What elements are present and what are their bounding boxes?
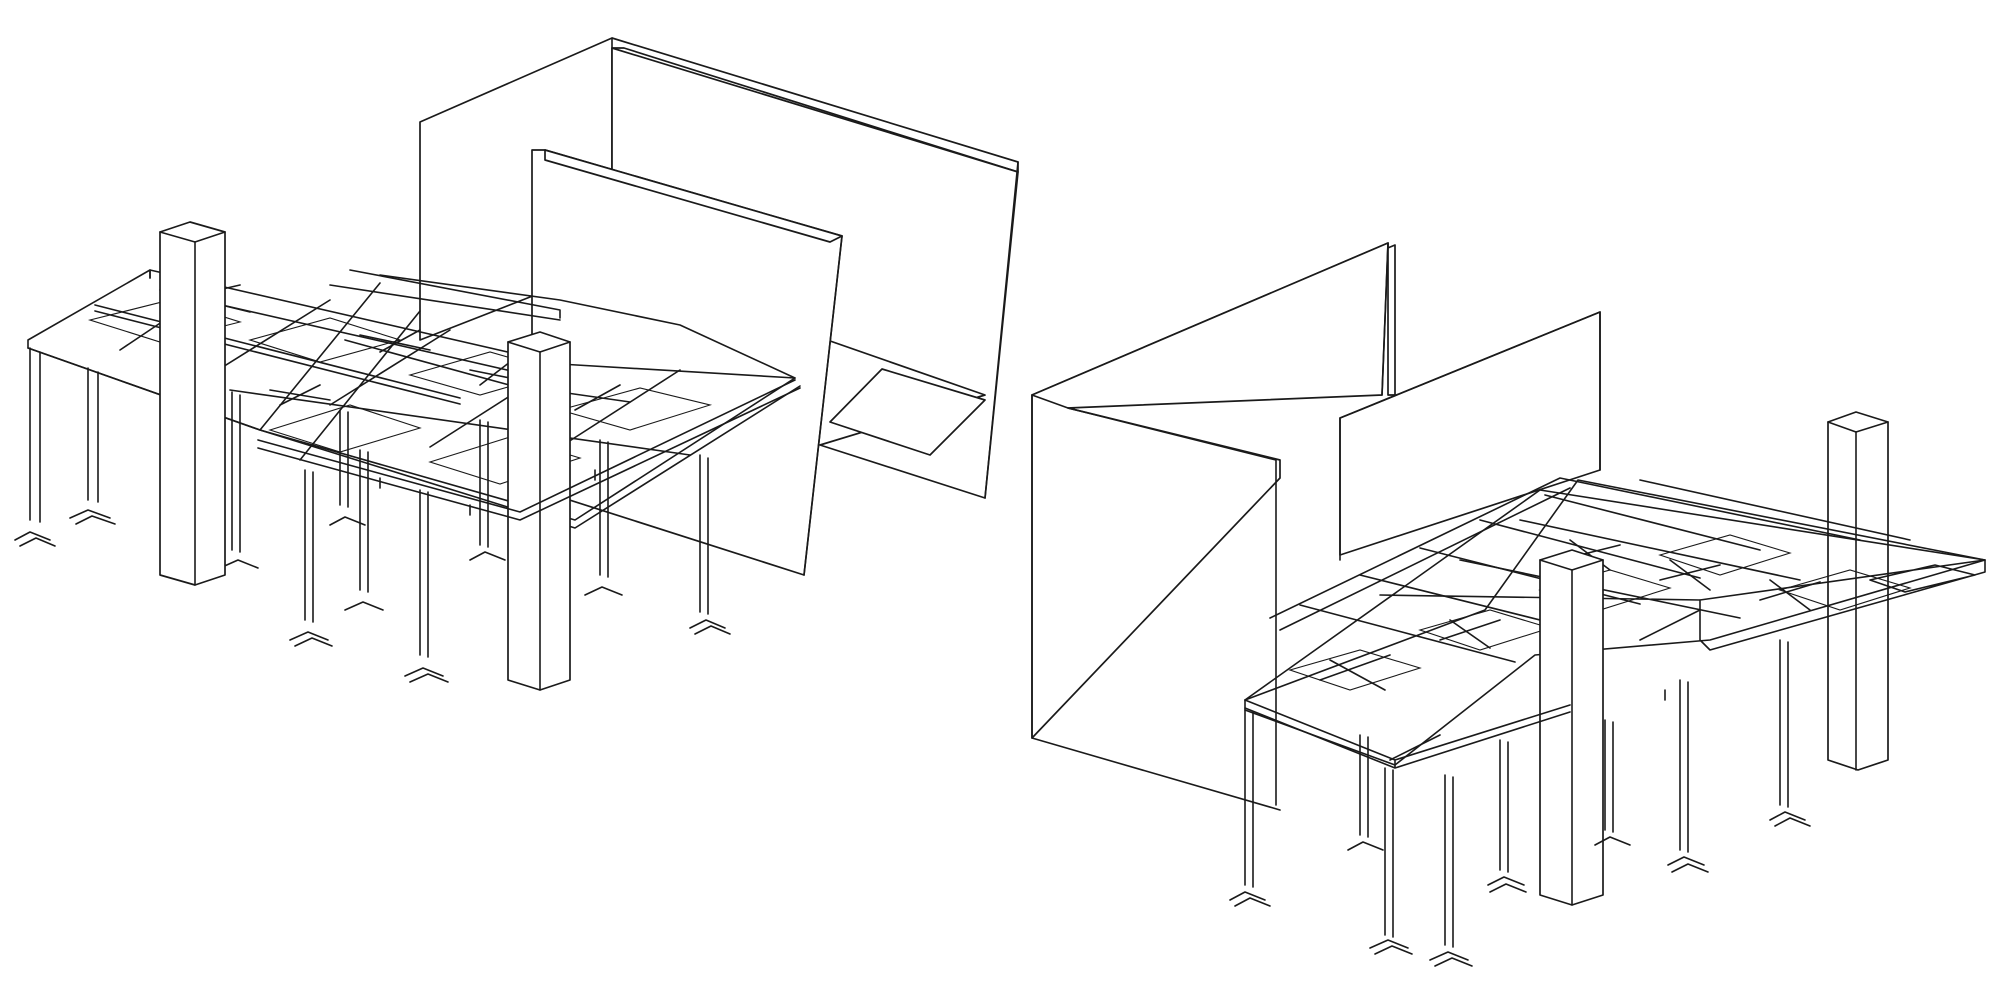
support-posts-left xyxy=(14,347,731,683)
support-posts-right xyxy=(1229,639,1811,967)
side-wall-right-a xyxy=(1031,242,1396,811)
side-wall-right-b xyxy=(1339,311,1601,561)
front-beam-right xyxy=(1244,699,1571,769)
isometric-view-left xyxy=(14,37,1019,691)
front-beam-left xyxy=(257,379,801,521)
concrete-column-right-a xyxy=(1827,411,1889,771)
isometric-view-right xyxy=(1031,242,1986,967)
concrete-column-right-b xyxy=(1539,549,1604,906)
concrete-column-left-a xyxy=(159,221,226,586)
